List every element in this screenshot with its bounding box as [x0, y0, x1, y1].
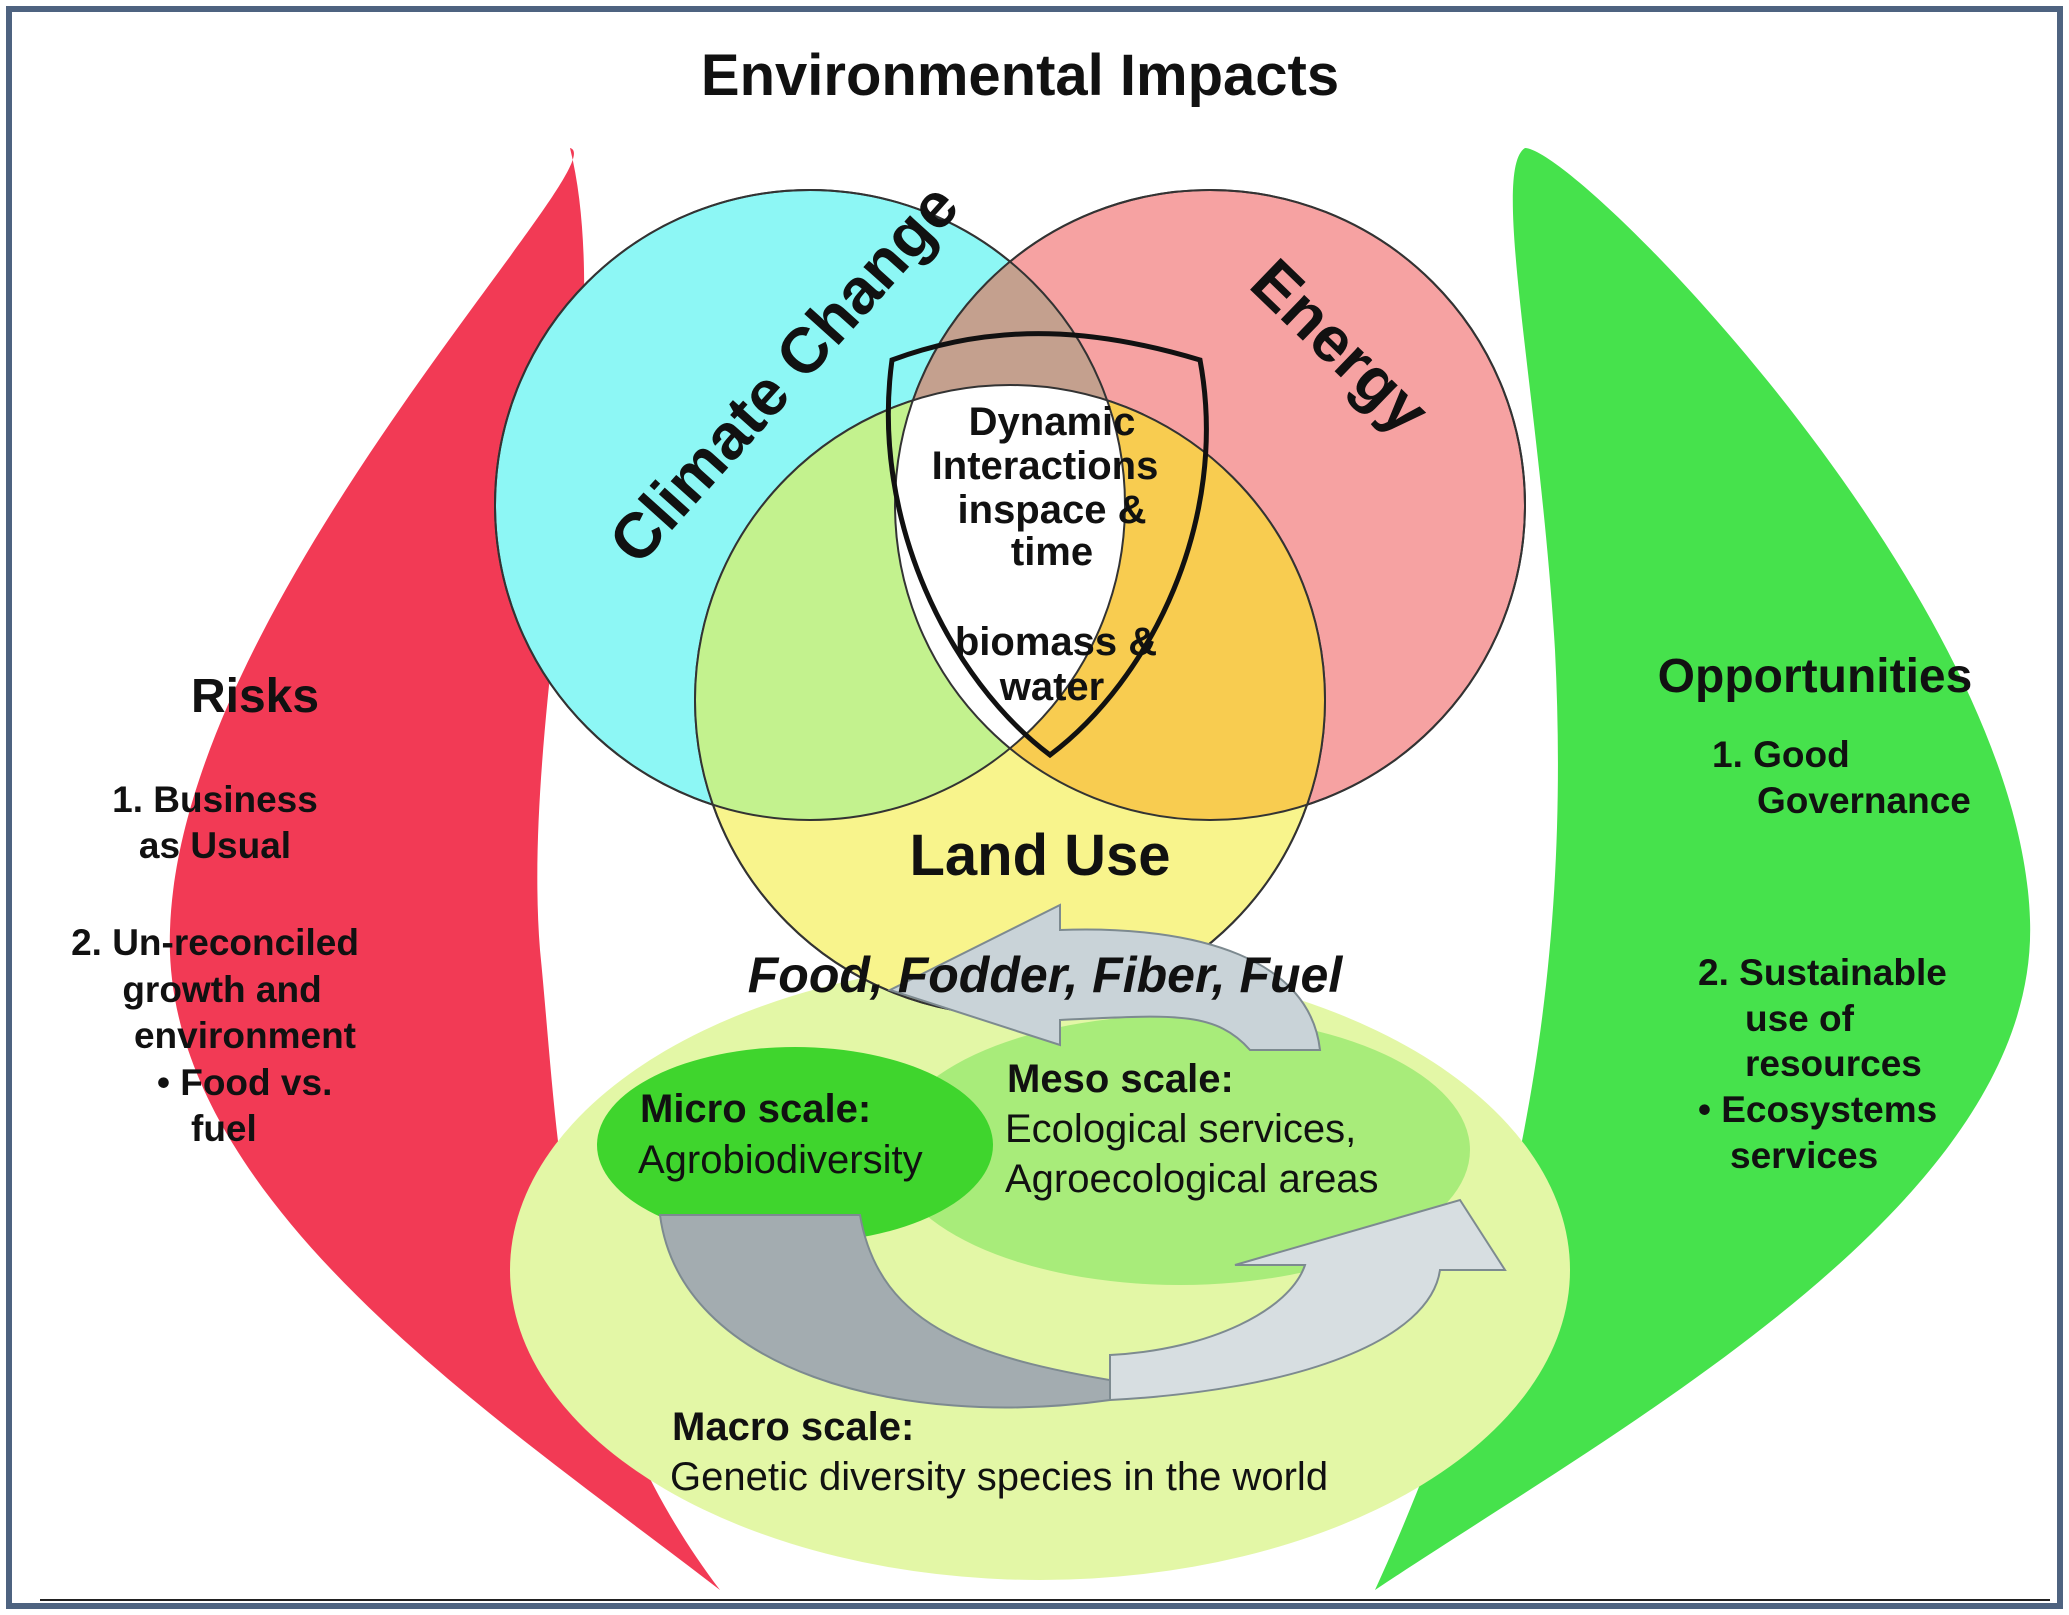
center-line-2: Interactions — [932, 444, 1159, 488]
meso-scale-desc-2: Agroecological areas — [1005, 1157, 1379, 1201]
micro-scale-title: Micro scale: — [640, 1087, 871, 1131]
diagram-title: Environmental Impacts — [701, 43, 1339, 108]
opportunities-sub-line1: • Ecosystems — [1698, 1089, 1937, 1130]
opportunities-item1-line1: 1. Good — [1712, 734, 1850, 775]
meso-scale-desc-1: Ecological services, — [1005, 1107, 1356, 1151]
land-use-label: Land Use — [909, 823, 1170, 888]
arrow-lower-dark — [658, 1214, 1144, 1409]
opportunities-item2-line1: 2. Sustainable — [1698, 952, 1947, 993]
center-line-3: inspace & — [958, 488, 1147, 532]
arrow-upper — [887, 903, 1322, 1051]
opportunities-item2-line2: use of — [1745, 998, 1855, 1039]
opportunities-item2-line3: resources — [1745, 1043, 1922, 1084]
opportunities-heading: Opportunities — [1658, 650, 1973, 703]
center-line-4: time — [1011, 530, 1093, 574]
macro-scale-title: Macro scale: — [672, 1405, 914, 1449]
center-line-6: water — [999, 665, 1105, 709]
macro-scale-desc: Genetic diversity species in the world — [670, 1455, 1328, 1499]
opportunities-sub-line2: services — [1730, 1135, 1878, 1176]
risks-sub-line2: fuel — [191, 1108, 257, 1149]
micro-scale-desc: Agrobiodiversity — [638, 1138, 923, 1182]
risks-item2-line2: growth and — [122, 969, 321, 1010]
risks-sub-line1: • Food vs. — [157, 1062, 332, 1103]
risks-item2-line1: 2. Un-reconciled — [71, 922, 359, 963]
micro-scale-ellipse — [597, 1047, 993, 1243]
arrow-lower-light — [1109, 1198, 1507, 1402]
center-line-5: biomass & — [955, 620, 1157, 664]
outer-frame — [6, 6, 2063, 1609]
center-outline — [885, 331, 1209, 759]
risks-item1-line1: 1. Business — [112, 779, 318, 820]
opportunities-item1-line2: Governance — [1757, 780, 1971, 821]
meso-scale-ellipse — [890, 1015, 1470, 1285]
risks-item1-line2: as Usual — [139, 825, 291, 866]
risks-item2-line3: environment — [134, 1015, 356, 1056]
meso-scale-title: Meso scale: — [1007, 1057, 1234, 1101]
risks-heading: Risks — [191, 670, 319, 723]
flows-label: Food, Fodder, Fiber, Fuel — [748, 947, 1344, 1003]
center-overlap — [895, 385, 1125, 820]
center-line-1: Dynamic — [969, 400, 1136, 444]
risks-crescent — [169, 148, 721, 1590]
